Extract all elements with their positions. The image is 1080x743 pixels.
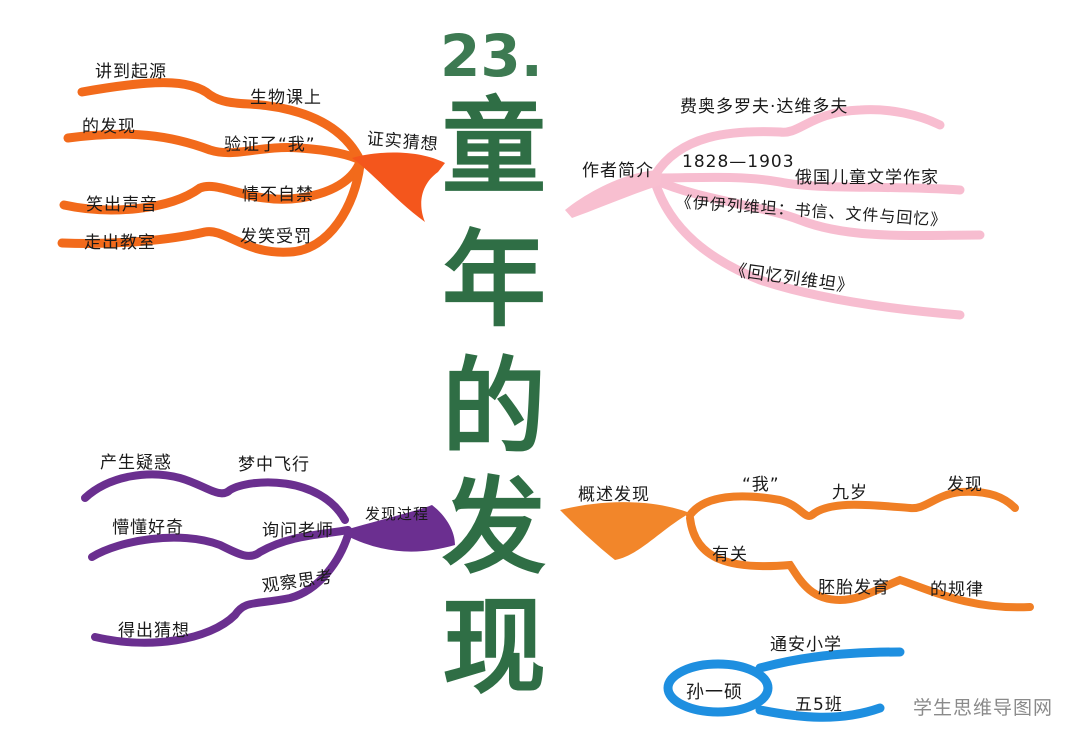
process-root-label: 发现过程: [365, 505, 430, 523]
verify-label-1: 讲到起源: [95, 62, 167, 82]
summary-root-shape: [560, 502, 690, 560]
process-label-1: 产生疑惑: [100, 453, 172, 473]
verify-branch-lines: [57, 78, 365, 257]
verify-label-4: 验证了“我”: [224, 135, 316, 155]
process-label-4: 询问老师: [262, 521, 334, 541]
author-branch-lines: [650, 105, 985, 320]
verify-label-8: 发笑受罚: [240, 227, 312, 247]
student-class-label: 五5班: [795, 695, 843, 715]
author-years-label: 1828—1903: [682, 152, 795, 172]
title-char-2: 年: [442, 219, 547, 341]
verify-label-7: 走出教室: [84, 233, 156, 253]
student-name-label: 孙一硕: [686, 682, 743, 703]
summary-label-2: 九岁: [832, 483, 868, 503]
summary-label-1: “我”: [742, 475, 780, 495]
watermark: 学生思维导图网: [913, 697, 1054, 719]
author-root-shape: [565, 170, 662, 218]
title-char-3: 的: [442, 346, 547, 468]
verify-label-3: 的发现: [82, 117, 136, 137]
student-branch-lines: [663, 647, 905, 722]
lesson-number: 23.: [440, 22, 543, 90]
verify-root-shape: [352, 152, 445, 222]
verify-label-5: 笑出声音: [86, 195, 158, 215]
verify-label-6: 情不自禁: [242, 185, 314, 205]
summary-label-4: 有关: [712, 545, 748, 565]
author-root-label: 作者简介: [582, 161, 654, 181]
summary-branch-lines: [686, 487, 1034, 612]
verify-label-2: 生物课上: [250, 88, 322, 108]
author-name-label: 费奥多罗夫·达维多夫: [680, 97, 849, 117]
process-label-6: 得出猜想: [118, 621, 190, 641]
author-identity-label: 俄国儿童文学作家: [795, 168, 939, 188]
process-label-2: 梦中飞行: [238, 455, 310, 475]
summary-label-3: 发现: [947, 475, 983, 495]
process-root-shape: [345, 505, 455, 552]
title-char-5: 现: [442, 586, 547, 708]
student-school-label: 通安小学: [770, 635, 842, 655]
title-char-4: 发: [442, 466, 547, 588]
process-branch-lines: [81, 470, 352, 647]
summary-label-6: 的规律: [930, 580, 984, 600]
title-char-1: 童: [442, 86, 547, 208]
process-label-3: 懵懂好奇: [112, 518, 184, 538]
summary-label-5: 胚胎发育: [818, 578, 890, 598]
summary-root-label: 概述发现: [578, 485, 650, 505]
